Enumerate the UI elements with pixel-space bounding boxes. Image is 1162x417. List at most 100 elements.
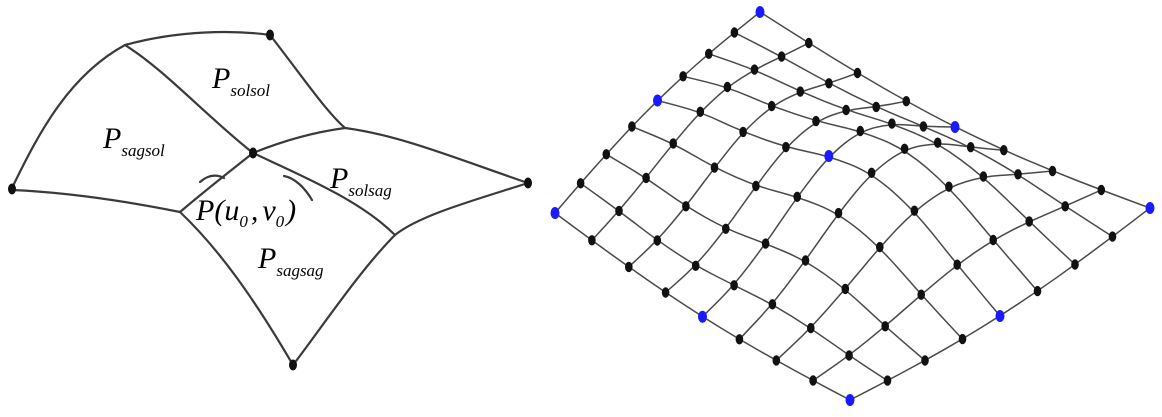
control-point bbox=[825, 78, 833, 89]
mesh-line-u-7 bbox=[812, 189, 1103, 382]
mesh-line-v-8 bbox=[759, 11, 1151, 209]
control-point bbox=[752, 180, 760, 192]
control-point-anchor bbox=[550, 207, 560, 219]
control-point bbox=[1108, 231, 1117, 242]
control-point bbox=[793, 191, 801, 202]
mesh-line-v-3 bbox=[631, 125, 964, 340]
control-point bbox=[730, 27, 739, 38]
control-point bbox=[1061, 201, 1069, 212]
mesh-line-u-5 bbox=[738, 143, 1005, 341]
control-point bbox=[900, 143, 909, 154]
control-point bbox=[576, 178, 585, 189]
control-point bbox=[782, 141, 790, 153]
left-patch-diagram: Psolsol Psagsol Psolsag Psagsag P(u0,v0) bbox=[8, 29, 532, 371]
mesh-line-v-0 bbox=[554, 212, 851, 401]
control-point bbox=[1097, 184, 1106, 196]
control-point bbox=[768, 299, 777, 310]
control-point-anchor bbox=[698, 310, 707, 323]
control-point bbox=[628, 121, 636, 132]
control-point bbox=[682, 201, 690, 212]
control-point-anchor bbox=[1145, 202, 1155, 214]
control-point bbox=[772, 355, 781, 366]
center-arc-right bbox=[282, 174, 314, 202]
control-point bbox=[933, 137, 942, 148]
control-point bbox=[945, 181, 953, 192]
control-point bbox=[853, 67, 862, 79]
control-point bbox=[1071, 259, 1079, 270]
control-point bbox=[917, 289, 925, 300]
mesh-line-v-1 bbox=[579, 182, 889, 382]
control-point bbox=[653, 235, 662, 246]
mesh-line-u-3 bbox=[664, 100, 908, 294]
mesh-line-u-6 bbox=[775, 170, 1054, 362]
control-point-anchor bbox=[950, 121, 960, 133]
control-point-anchor bbox=[845, 394, 855, 406]
label-p-sagsol: Psagsol bbox=[102, 122, 165, 160]
control-point bbox=[902, 96, 911, 107]
control-point bbox=[910, 205, 919, 216]
control-point bbox=[809, 375, 817, 386]
label-p-solsol: Psolsol bbox=[211, 62, 270, 100]
mesh-line-v-7 bbox=[733, 31, 1114, 238]
mesh-line-u-2 bbox=[628, 72, 859, 268]
control-point bbox=[872, 101, 880, 113]
control-point bbox=[856, 125, 865, 137]
label-center-point: P(u0,v0) bbox=[195, 194, 296, 231]
control-point bbox=[722, 223, 730, 234]
control-point bbox=[642, 172, 650, 184]
mesh-line-u-8 bbox=[849, 207, 1151, 401]
control-point bbox=[958, 333, 967, 345]
control-point bbox=[1048, 165, 1057, 177]
control-point bbox=[876, 241, 884, 253]
control-point bbox=[1000, 145, 1008, 156]
control-point bbox=[723, 81, 732, 93]
label-p-sagsag: Psagsag bbox=[257, 242, 324, 280]
node-bottom bbox=[289, 359, 297, 371]
control-point bbox=[661, 287, 670, 298]
control-point bbox=[834, 207, 843, 219]
control-point bbox=[979, 171, 988, 182]
control-point bbox=[966, 142, 975, 153]
mesh-line-u-0 bbox=[554, 11, 761, 214]
mesh-line-v-4 bbox=[656, 99, 1001, 317]
inner-curve-lower bbox=[251, 151, 397, 237]
control-point bbox=[1014, 169, 1022, 180]
control-point bbox=[921, 355, 929, 366]
control-point bbox=[761, 238, 770, 249]
control-point bbox=[735, 334, 744, 345]
node-left bbox=[8, 183, 16, 195]
control-point bbox=[1033, 285, 1042, 297]
boundary-right-bottom bbox=[291, 181, 530, 367]
node-right bbox=[524, 177, 532, 189]
control-point bbox=[750, 64, 759, 75]
control-point bbox=[883, 375, 892, 386]
control-point-anchor bbox=[755, 6, 765, 18]
mesh-line-v-2 bbox=[605, 153, 926, 362]
control-point bbox=[739, 126, 747, 138]
control-point bbox=[842, 104, 850, 116]
control-point bbox=[691, 260, 700, 271]
control-point bbox=[625, 261, 633, 273]
control-point bbox=[801, 255, 810, 266]
control-point-anchor bbox=[653, 94, 662, 107]
control-point bbox=[669, 138, 677, 149]
control-point bbox=[1025, 216, 1033, 227]
control-point bbox=[807, 322, 815, 334]
boundary-right-top bbox=[268, 33, 530, 185]
control-point bbox=[679, 71, 687, 82]
control-point bbox=[919, 121, 928, 132]
control-point bbox=[615, 205, 623, 217]
inner-curve-upper bbox=[123, 43, 255, 155]
control-point bbox=[710, 162, 719, 173]
control-point-anchor bbox=[824, 150, 834, 162]
control-point bbox=[841, 283, 850, 295]
control-point bbox=[953, 259, 961, 270]
control-point bbox=[812, 115, 820, 127]
control-point bbox=[805, 37, 813, 49]
right-mesh-diagram bbox=[550, 6, 1155, 406]
center-arc-left bbox=[198, 174, 226, 184]
inner-curve-left bbox=[178, 151, 255, 214]
control-point bbox=[867, 167, 876, 178]
control-point bbox=[888, 118, 896, 129]
